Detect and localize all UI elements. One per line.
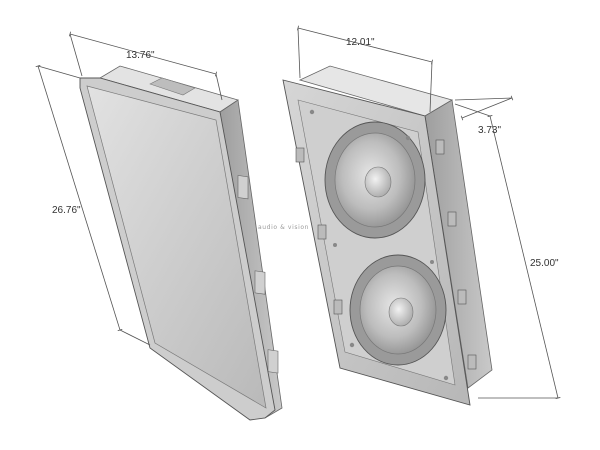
lower-woofer bbox=[349, 254, 447, 366]
grille-top-notch bbox=[149, 77, 196, 96]
label-grille-width: 13.76" bbox=[126, 50, 155, 61]
frame-bracket bbox=[317, 224, 327, 240]
dim-line-grille-height bbox=[35, 64, 123, 332]
woofer-dust-cap bbox=[364, 166, 392, 198]
dim-line-frame-width bbox=[297, 25, 433, 65]
screw bbox=[405, 135, 411, 141]
screw bbox=[309, 109, 315, 115]
grille-face bbox=[86, 85, 267, 409]
grille-speaker bbox=[79, 65, 283, 421]
frame-bracket bbox=[457, 289, 467, 305]
grille-side-bracket bbox=[267, 349, 279, 374]
extension-line bbox=[119, 329, 151, 346]
dim-line-grille-width bbox=[68, 31, 218, 77]
upper-woofer bbox=[324, 121, 426, 239]
watermark-text: audio & vision bbox=[258, 224, 309, 231]
label-frame-depth: 3.73" bbox=[478, 125, 501, 136]
frame-bracket bbox=[467, 354, 477, 370]
extension-line bbox=[454, 97, 513, 101]
frame-bracket bbox=[333, 299, 343, 315]
frame-speaker bbox=[282, 65, 493, 406]
extension-line bbox=[69, 33, 83, 77]
grille-side-bracket bbox=[237, 175, 249, 200]
extension-line bbox=[429, 61, 433, 113]
screw bbox=[443, 375, 449, 381]
frame-bracket bbox=[447, 211, 457, 227]
screw bbox=[349, 342, 355, 348]
frame-bracket bbox=[295, 147, 305, 163]
screw bbox=[333, 243, 337, 247]
dimension-lines bbox=[35, 25, 561, 399]
dim-line-frame-depth bbox=[460, 95, 514, 121]
label-grille-height: 26.76" bbox=[52, 205, 81, 216]
grille-side-bracket bbox=[254, 270, 266, 295]
extension-line bbox=[215, 73, 223, 101]
screw bbox=[430, 260, 434, 264]
label-frame-height: 25.00" bbox=[530, 258, 559, 269]
dim-line-frame-height bbox=[487, 115, 561, 399]
extension-line bbox=[297, 27, 301, 79]
extension-line bbox=[37, 65, 81, 79]
label-frame-width: 12.01" bbox=[346, 37, 375, 48]
frame-bracket bbox=[435, 139, 445, 155]
extension-line bbox=[454, 103, 491, 117]
woofer-dust-cap bbox=[388, 297, 414, 327]
